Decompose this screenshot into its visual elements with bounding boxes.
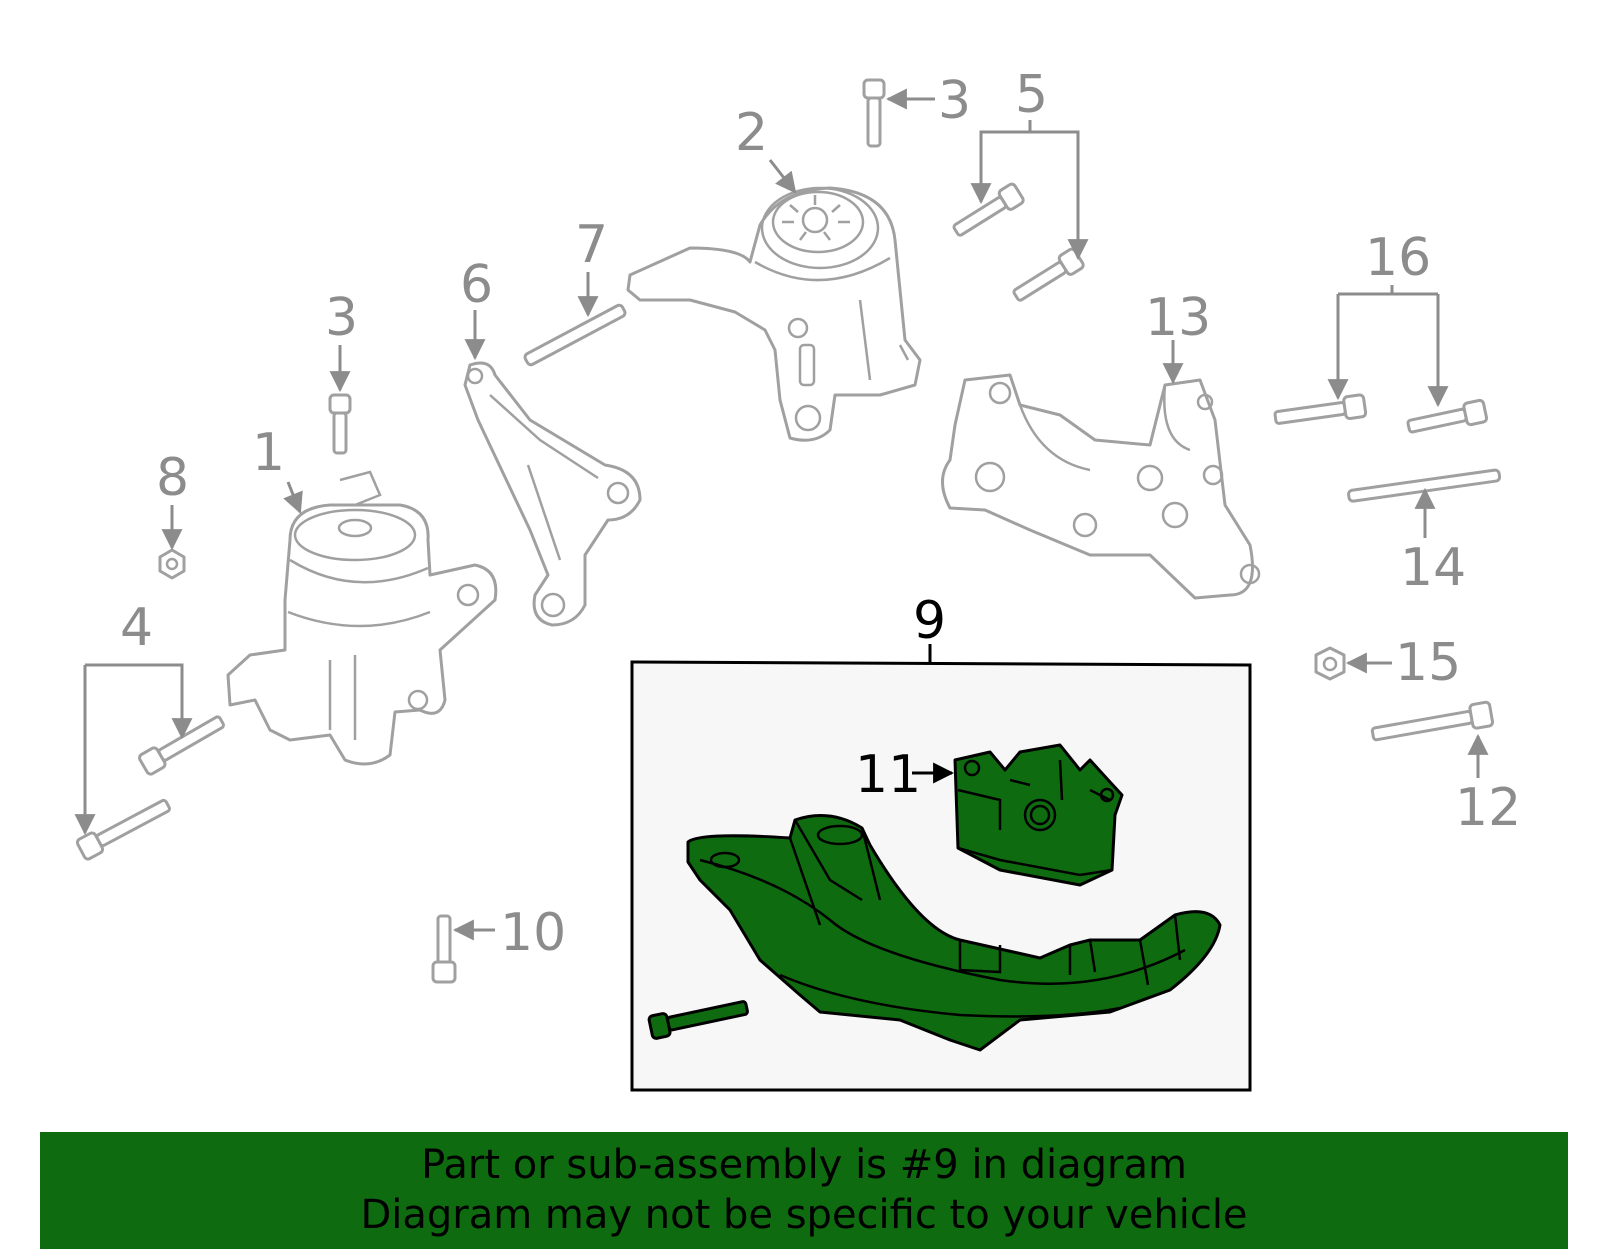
bolt-4-lower[interactable]: [75, 795, 173, 861]
part-1-engine-mount[interactable]: [226, 470, 498, 766]
banner-line-2: Diagram may not be specific to your vehi…: [360, 1192, 1248, 1238]
callout-6: 6: [460, 255, 493, 315]
callout-8: 8: [156, 448, 189, 508]
callout-3-left: 3: [325, 288, 358, 348]
callout-labels: 1 2 3 3 4 5 6 7 8 9 10 11 12 13 14 15 16: [120, 65, 1521, 963]
bolt-5-lower[interactable]: [1010, 247, 1085, 306]
leader-lines: [74, 88, 1489, 941]
bolt-5-upper[interactable]: [950, 182, 1025, 241]
callout-14: 14: [1400, 538, 1466, 598]
callout-12: 12: [1455, 778, 1521, 838]
callout-1: 1: [252, 423, 285, 483]
part-13-bracket[interactable]: [941, 373, 1261, 600]
banner-line-1: Part or sub-assembly is #9 in diagram: [421, 1142, 1187, 1188]
part-2-transmission-mount[interactable]: [626, 186, 922, 442]
bolt-3-upper[interactable]: [862, 78, 886, 148]
callout-7: 7: [575, 215, 608, 275]
bolt-9-included[interactable]: [647, 996, 749, 1040]
part-9-inset[interactable]: [630, 644, 1252, 1092]
callout-16: 16: [1365, 228, 1431, 288]
bracket-11[interactable]: [953, 743, 1124, 887]
bolt-16-left[interactable]: [1273, 393, 1368, 428]
callout-9: 9: [913, 591, 946, 651]
bolt-10[interactable]: [431, 914, 457, 984]
callout-5: 5: [1015, 65, 1048, 125]
nut-15[interactable]: [1314, 646, 1346, 681]
callout-3-upper: 3: [938, 71, 971, 131]
crossmember-9[interactable]: [686, 814, 1222, 1052]
info-banner: Part or sub-assembly is #9 in diagram Di…: [40, 1132, 1568, 1249]
callout-15: 15: [1395, 633, 1461, 693]
bolt-3-left[interactable]: [328, 393, 352, 455]
callout-2: 2: [735, 103, 768, 163]
callout-4: 4: [120, 598, 153, 658]
callout-10: 10: [500, 903, 566, 963]
nut-8[interactable]: [158, 548, 186, 580]
callout-11: 11: [855, 745, 921, 805]
bolt-16-right[interactable]: [1406, 398, 1489, 438]
part-6-bracket[interactable]: [463, 361, 642, 627]
stud-7[interactable]: [523, 303, 627, 367]
bolt-12[interactable]: [1370, 700, 1495, 746]
callout-13: 13: [1145, 288, 1211, 348]
